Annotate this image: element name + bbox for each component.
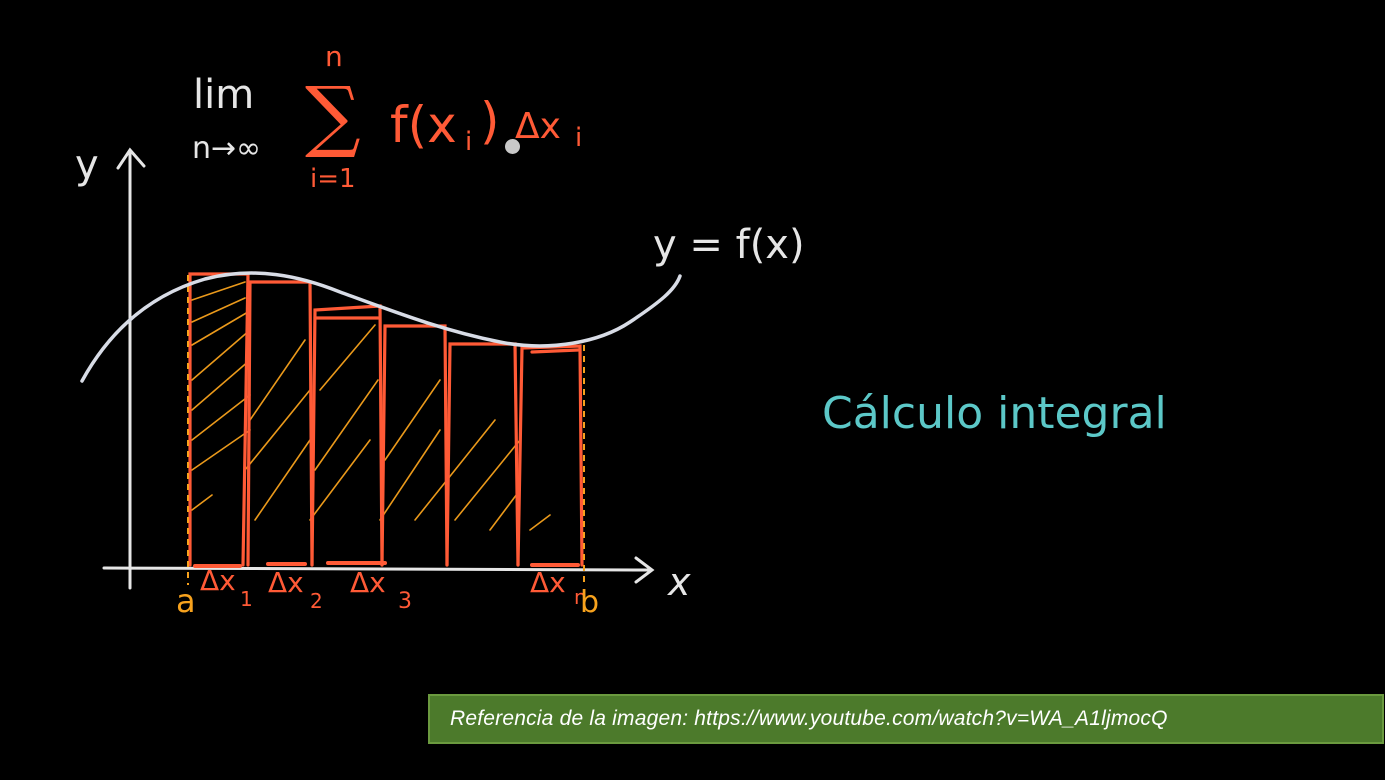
tick-dx2-subscript: 2: [310, 589, 323, 613]
rectangle-2: [246, 280, 314, 567]
x-tick-labels: a Δx 1 Δx 2 Δx 3 Δx n b: [176, 564, 599, 620]
rectangle-4: [380, 324, 449, 567]
pointer-dot: [505, 139, 520, 154]
tick-dxn: Δx: [530, 566, 566, 599]
tick-dxn-subscript: n: [574, 585, 587, 609]
x-axis-label: x: [667, 560, 691, 604]
image-reference-banner: Referencia de la imagen: https://www.you…: [428, 694, 1384, 744]
rectangle-5: [445, 342, 520, 567]
tick-a: a: [176, 582, 196, 620]
image-reference-text: Referencia de la imagen: https://www.you…: [450, 707, 1168, 730]
x-axis-line: [102, 566, 652, 572]
interval-markers: [187, 275, 585, 585]
sigma-symbol: ∑: [305, 71, 361, 161]
tick-dx1-subscript: 1: [240, 587, 253, 611]
term-delta-x-subscript: i: [575, 123, 582, 153]
term-f: f(x: [390, 96, 457, 154]
tick-dx2: Δx: [268, 566, 304, 599]
lim-subscript: n→∞: [192, 131, 261, 166]
tick-dx3-subscript: 3: [398, 589, 412, 614]
sum-upper-limit: n: [325, 40, 343, 73]
term-f-close: ): [480, 92, 500, 150]
function-curve: [80, 271, 682, 383]
riemann-rectangles: [188, 272, 584, 567]
rectangle-1: [188, 272, 250, 567]
sum-lower-limit: i=1: [310, 164, 356, 194]
rectangle-6: [516, 344, 584, 567]
delta-x-segments: [193, 561, 580, 568]
term-f-subscript: i: [465, 127, 472, 157]
curve-label: y = f(x): [653, 222, 805, 268]
x-axis-arrowhead: [634, 556, 655, 584]
topic-title: Cálculo integral: [822, 388, 1167, 439]
tick-b: b: [580, 585, 599, 620]
rectangle-hatching: [191, 281, 551, 531]
term-delta-x: Δx: [515, 106, 561, 147]
riemann-limit-formula: lim n→∞ n ∑ i=1 f(x i ) Δx i: [192, 40, 582, 194]
rectangle-3: [310, 304, 384, 567]
y-axis-arrowhead: [116, 147, 146, 170]
tick-dx3: Δx: [350, 566, 386, 599]
tick-dx1: Δx: [200, 564, 236, 597]
lim-text: lim: [193, 72, 254, 118]
y-axis-label: y: [75, 142, 99, 188]
coordinate-axes: y x: [75, 142, 691, 604]
